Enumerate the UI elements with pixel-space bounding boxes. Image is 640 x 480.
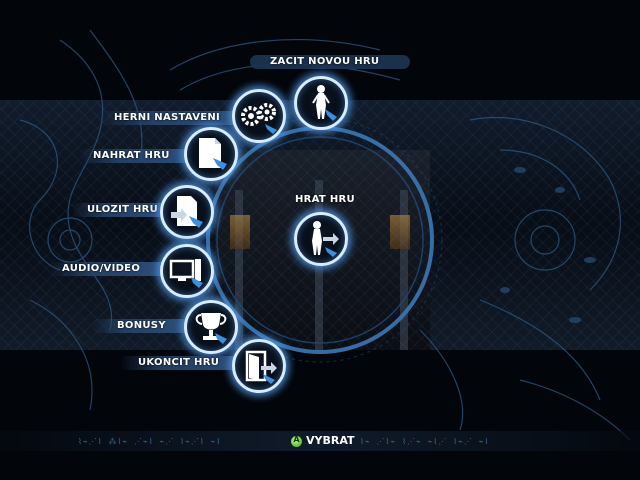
document-load-icon: [199, 138, 227, 170]
label-bar-bonuses: [92, 319, 186, 333]
game-settings-button[interactable]: [232, 89, 286, 143]
load-game-button[interactable]: [184, 127, 238, 181]
lara-figure-icon: [312, 85, 337, 121]
audio-video-button[interactable]: [160, 244, 214, 298]
exit-door-icon: [245, 350, 277, 384]
bonuses-button[interactable]: [184, 300, 238, 354]
menu-label-audio-video: AUDIO/VIDEO: [62, 263, 141, 274]
monitor-speaker-icon: [169, 259, 203, 288]
button-a-icon: A: [291, 435, 302, 447]
label-bar-game-settings: [100, 111, 240, 125]
trophy-icon: [195, 313, 227, 344]
menu-label-quit-game: UKONCIT HRU: [138, 357, 220, 368]
menu-label-game-settings: HERNI NASTAVENI: [114, 112, 221, 123]
label-bar-quit-game: [120, 356, 240, 370]
decorative-runes-left: ⌇⌁⋰⌇ ⁂⌇⌁ ⋰⌁⌇ ⌁⋰ ⌇⌁⋰⌇ ⌁⌇: [78, 437, 222, 446]
play-game-button[interactable]: [294, 212, 348, 266]
label-bar-audio-video: [50, 262, 162, 276]
new-game-button[interactable]: [294, 76, 348, 130]
menu-label-bonuses: BONUSY: [117, 320, 166, 331]
select-prompt-label: VYBRAT: [306, 434, 355, 447]
menu-label-load-game: NAHRAT HRU: [93, 150, 170, 161]
menu-label-save-game: ULOZIT HRU: [87, 204, 159, 215]
bottom-prompt-bar: [0, 431, 640, 451]
menu-label-new-game: ZACIT NOVOU HRU: [270, 56, 380, 67]
lara-play-icon: [312, 221, 339, 257]
menu-label-play-game: HRAT HRU: [295, 194, 355, 205]
document-save-icon: [171, 196, 203, 228]
save-game-button[interactable]: [160, 185, 214, 239]
gears-icon: [241, 103, 277, 134]
label-bar-load-game: [80, 149, 188, 163]
quit-game-button[interactable]: [232, 339, 286, 393]
label-bar-save-game: [72, 203, 164, 217]
decorative-runes-right: ⌇⌁ ⋰⌇⌁ ⌇⋰⌁ ⌁⌇⋰ ⌇⌁⋰ ⌁⌇: [360, 437, 490, 446]
